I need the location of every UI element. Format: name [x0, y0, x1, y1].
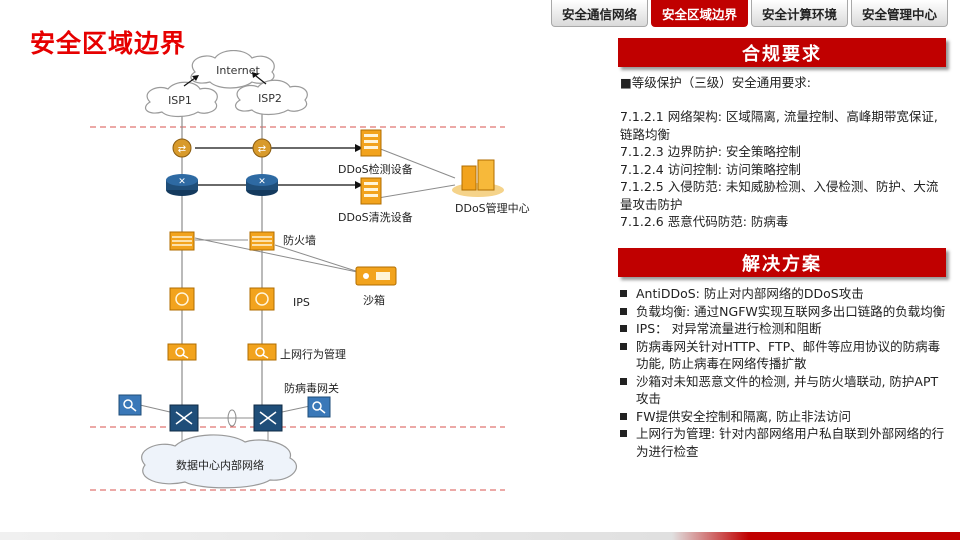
core-switch-icon — [169, 404, 199, 432]
solution-item: 负载均衡: 通过NGFW实现互联网多出口链路的负载均衡 — [618, 303, 948, 321]
tab-communication-network[interactable]: 安全通信网络 — [550, 0, 648, 27]
av-gateway-icon — [118, 394, 142, 416]
solution-item: 沙箱对未知恶意文件的检测, 并与防火墙联动, 防护APT攻击 — [618, 373, 948, 408]
compliance-header: 合规要求 — [618, 38, 946, 67]
compliance-item: 7.1.2.1 网络架构: 区域隔离, 流量控制、高峰期带宽保证, 链路均衡 — [620, 109, 938, 142]
svg-text:⇄: ⇄ — [258, 144, 266, 155]
solution-header: 解决方案 — [618, 248, 946, 277]
isp1-label: ISP1 — [168, 94, 192, 107]
svg-text:⇄: ⇄ — [178, 144, 186, 155]
internal-network-cloud: 数据中心内部网络 — [141, 434, 297, 489]
isp2-label: ISP2 — [258, 92, 282, 105]
solution-item: 防病毒网关针对HTTP、FTP、邮件等应用协议的防病毒功能, 防止病毒在网络传播… — [618, 338, 948, 373]
firewall-icon — [169, 231, 195, 251]
behavior-management-label: 上网行为管理 — [280, 347, 346, 361]
compliance-item: 7.1.2.4 访问控制: 访问策略控制 — [620, 161, 801, 177]
compliance-item: 7.1.2.5 入侵防范: 未知威胁检测、入侵检测、防护、大流量攻击防护 — [620, 179, 939, 212]
isp1-cloud: ISP1 — [145, 81, 218, 118]
network-topology-diagram: Internet ISP1 ISP2 ⇄ ⇄ ✕ ✕ DDoS检测设备 — [90, 50, 530, 491]
link-device-icon: ⇄ — [172, 138, 192, 158]
av-gateway-icon — [307, 396, 331, 418]
behavior-management-icon — [167, 343, 197, 361]
solution-item: AntiDDoS: 防止对内部网络的DDoS攻击 — [618, 285, 948, 303]
ddos-detect-device-icon — [360, 129, 382, 157]
svg-text:✕: ✕ — [178, 177, 186, 187]
core-switch-icon — [253, 404, 283, 432]
firewall-label: 防火墙 — [283, 233, 316, 247]
ddos-clean-label: DDoS清洗设备 — [338, 210, 413, 224]
sandbox-icon — [355, 266, 397, 286]
solution-item: FW提供安全控制和隔离, 防止非法访问 — [618, 408, 948, 426]
firewall-icon — [249, 231, 275, 251]
compliance-intro: ■等级保护（三级）安全通用要求: — [620, 75, 812, 90]
ddos-center-label: DDoS管理中心 — [455, 201, 530, 215]
internet-label: Internet — [216, 64, 260, 77]
tab-management-center[interactable]: 安全管理中心 — [850, 0, 948, 27]
router-icon: ✕ — [246, 174, 278, 196]
behavior-management-icon — [247, 343, 277, 361]
ddos-center-server-icon — [452, 159, 504, 197]
isp2-cloud: ISP2 — [235, 79, 308, 116]
ips-label: IPS — [293, 296, 310, 309]
sandbox-label: 沙箱 — [363, 293, 385, 307]
ddos-clean-device-icon — [360, 177, 382, 205]
link-device-icon: ⇄ — [252, 138, 272, 158]
ips-icon — [249, 287, 275, 311]
svg-text:✕: ✕ — [258, 177, 266, 187]
internal-network-label: 数据中心内部网络 — [176, 458, 264, 472]
ips-icon — [169, 287, 195, 311]
solution-item: 上网行为管理: 针对内部网络用户私自联到外部网络的行为进行检查 — [618, 425, 948, 460]
av-gateway-label: 防病毒网关 — [284, 381, 339, 395]
solution-list: AntiDDoS: 防止对内部网络的DDoS攻击 负载均衡: 通过NGFW实现互… — [618, 285, 948, 460]
top-tabs: 安全通信网络 安全区域边界 安全计算环境 安全管理中心 — [550, 0, 948, 27]
solution-item: IPS： 对异常流量进行检测和阻断 — [618, 320, 948, 338]
tab-area-boundary[interactable]: 安全区域边界 — [650, 0, 748, 27]
compliance-item: 7.1.2.6 恶意代码防范: 防病毒 — [620, 214, 789, 229]
tab-computing-environment[interactable]: 安全计算环境 — [750, 0, 848, 27]
compliance-list: 7.1.2.1 网络架构: 区域隔离, 流量控制、高峰期带宽保证, 链路均衡 7… — [620, 108, 940, 231]
footer-bar — [0, 532, 960, 540]
ddos-detect-label: DDoS检测设备 — [338, 162, 413, 176]
page-title: 安全区域边界 — [30, 29, 187, 58]
internet-cloud: Internet — [190, 50, 275, 89]
compliance-item: 7.1.2.3 边界防护: 安全策略控制 — [620, 144, 801, 159]
router-icon: ✕ — [166, 174, 198, 196]
